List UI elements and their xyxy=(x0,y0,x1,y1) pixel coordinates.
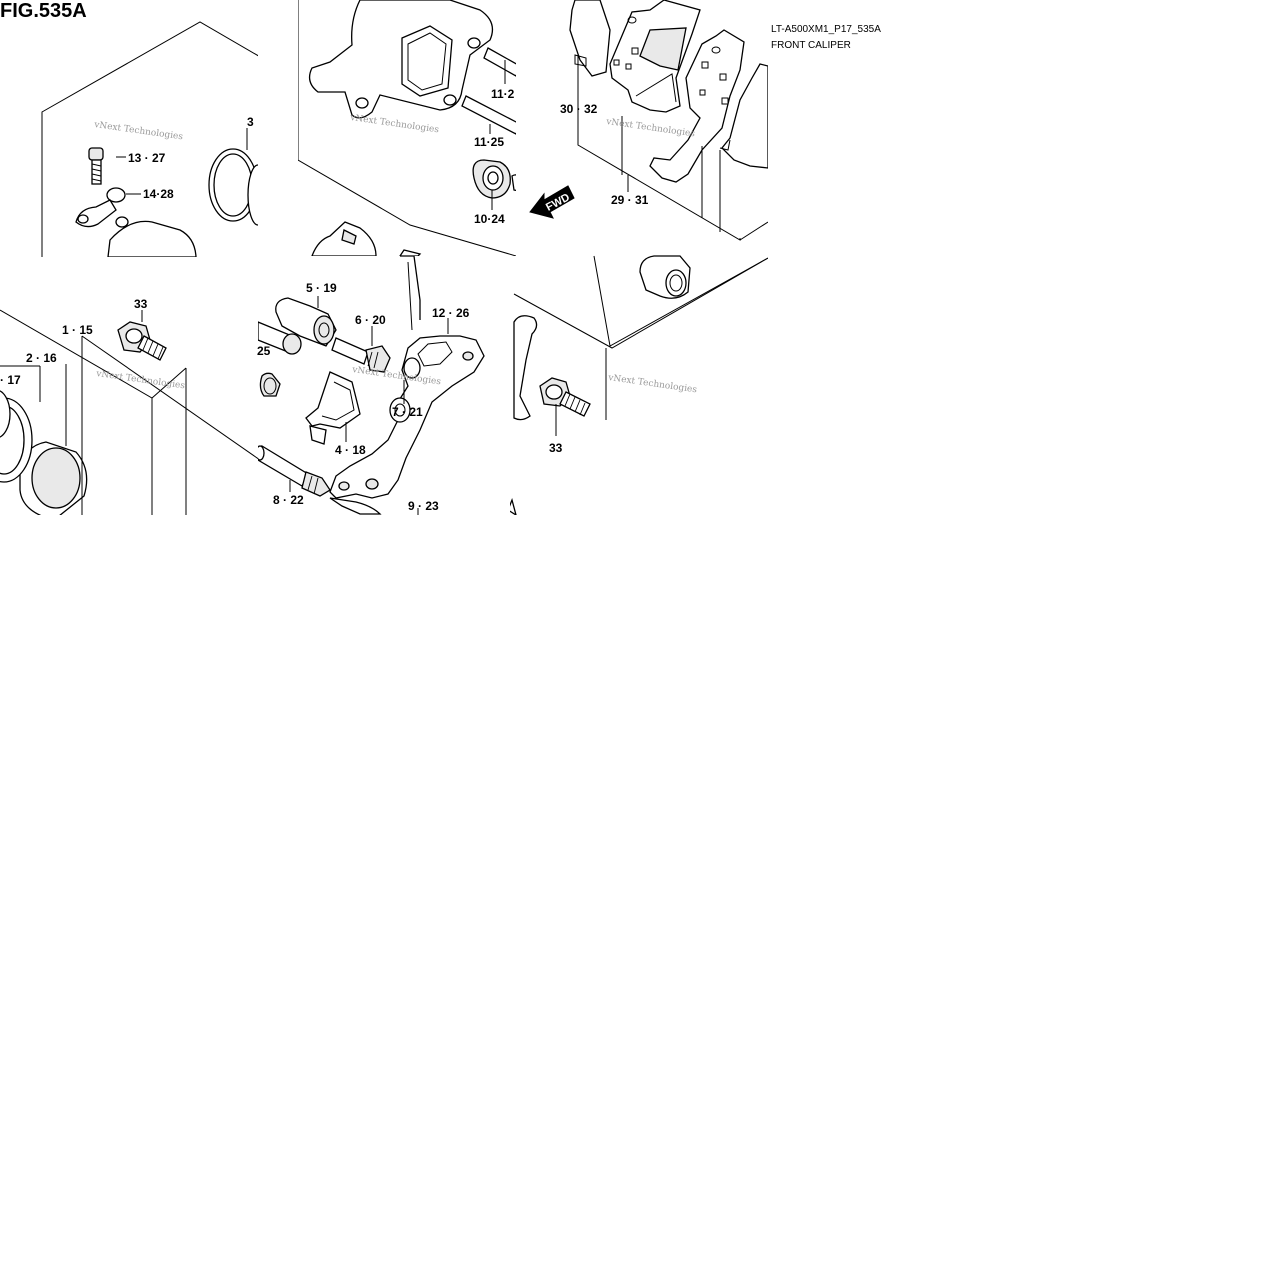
part-label-4: 4 · 18 xyxy=(335,443,366,457)
bleeder-cap xyxy=(75,187,126,228)
part-label-33-left: 33 xyxy=(134,297,148,311)
part-label-5: 5 · 19 xyxy=(306,281,337,295)
slide-pin-upper xyxy=(461,47,516,135)
tile-caliper-top xyxy=(298,0,516,256)
part-label-30: 30 · 32 xyxy=(560,102,598,116)
slide-pin-8 xyxy=(258,445,331,497)
watermark-2: vNext Technologies xyxy=(349,113,440,136)
tile-caliper-body xyxy=(41,21,258,257)
diagram-code: LT-A500XM1_P17_535A xyxy=(771,24,881,35)
figure-title: FIG.535A xyxy=(0,0,87,22)
watermark-1: vNext Technologies xyxy=(93,120,184,143)
tile-brake-pads xyxy=(569,0,768,347)
part-label-12: 12 · 26 xyxy=(432,306,470,320)
pin-boot xyxy=(472,159,516,199)
guide-pin-6 xyxy=(331,337,391,373)
diagram-subtitle: FRONT CALIPER xyxy=(771,40,851,51)
fwd-label: FWD xyxy=(544,191,572,213)
part-label-8: 8 · 22 xyxy=(273,493,304,507)
brake-pad-plate xyxy=(609,0,701,113)
fwd-direction-arrow: FWD xyxy=(529,185,575,219)
part-label-6: 6 · 20 xyxy=(355,313,386,327)
slide-pin-5 xyxy=(275,297,337,347)
part-label-11-lower: 11·25 xyxy=(474,135,504,149)
part-label-9: 9 · 23 xyxy=(408,499,439,513)
part-label-29: 29 · 31 xyxy=(611,193,649,207)
watermark-3: vNext Technologies xyxy=(605,117,696,140)
guide-pin xyxy=(639,255,691,299)
part-label-13: 13 · 27 xyxy=(128,151,166,165)
part-label-14: 14·28 xyxy=(143,187,174,201)
tile-pistons xyxy=(0,309,258,515)
part-label-3: 3 xyxy=(247,115,254,129)
watermark-6: vNext Technologies xyxy=(607,373,698,396)
part-labels: 13 · 27 14·28 3 11·2 11·25 10·24 30 · 32… xyxy=(0,87,649,513)
pad-shim xyxy=(649,29,745,183)
caliper-piston xyxy=(19,441,88,515)
mounting-bolt-left xyxy=(117,321,167,361)
part-label-2: 2 · 16 xyxy=(26,351,57,365)
part-label-1: 1 · 15 xyxy=(62,323,93,337)
part-label-17: · 17 xyxy=(0,373,21,387)
piston-seal-ring xyxy=(208,148,258,226)
part-label-10: 10·24 xyxy=(474,212,505,226)
tile-caliper-right xyxy=(510,257,768,515)
part-label-33-right: 33 xyxy=(549,441,563,455)
pad-spring xyxy=(305,371,361,445)
bushing-25 xyxy=(258,321,302,397)
mounting-bolt-right xyxy=(539,377,591,417)
tile-bracket xyxy=(258,256,485,515)
watermark-4: vNext Technologies xyxy=(95,369,186,392)
caliper-bracket xyxy=(329,335,485,515)
part-label-25: 25 xyxy=(257,344,271,358)
piston-seal xyxy=(0,390,11,438)
part-label-11-upper: 11·2 xyxy=(491,87,515,101)
bleeder-screw xyxy=(88,147,104,185)
part-label-7: 7 · 21 xyxy=(392,405,423,419)
